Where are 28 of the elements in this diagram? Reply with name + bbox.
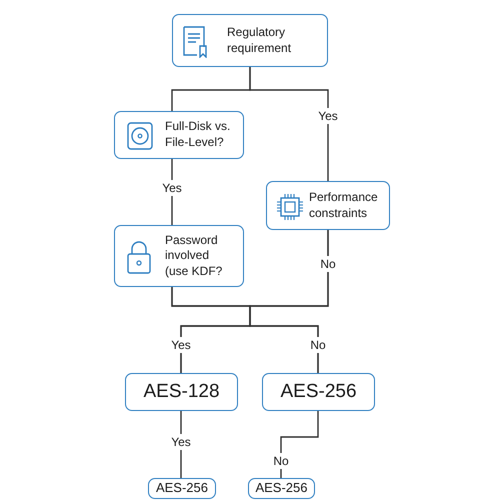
result-box [148,478,216,499]
node-text: Performance constraints [309,190,379,222]
node-text: AES-256 [255,480,308,497]
result-box [125,373,238,411]
connector-line [171,287,319,373]
process-box [266,181,390,230]
process-box [114,225,244,287]
edge-label: Yes [169,434,193,450]
edge-label: No [271,453,291,469]
process-box [172,14,328,67]
connector-line [180,411,182,478]
node-text: AES-256 [280,380,357,404]
edge-label: No [318,256,338,272]
connector-line [171,159,173,225]
node-text: Full-Disk vs. File-Level? [165,119,232,151]
node-text: AES-128 [143,380,220,404]
edge-label: Yes [316,108,340,124]
node-text: Password involved (use KDF? [165,232,224,280]
connector-line [280,411,319,478]
edge-label: Yes [169,337,193,353]
node-text: Regulatory requirement [227,24,292,56]
result-box [262,373,375,411]
edge-label: No [308,337,328,353]
node-text: AES-256 [156,480,208,497]
connector-line [249,67,329,181]
process-box [114,111,244,159]
result-box [248,478,315,499]
edge-label: Yes [160,180,184,196]
